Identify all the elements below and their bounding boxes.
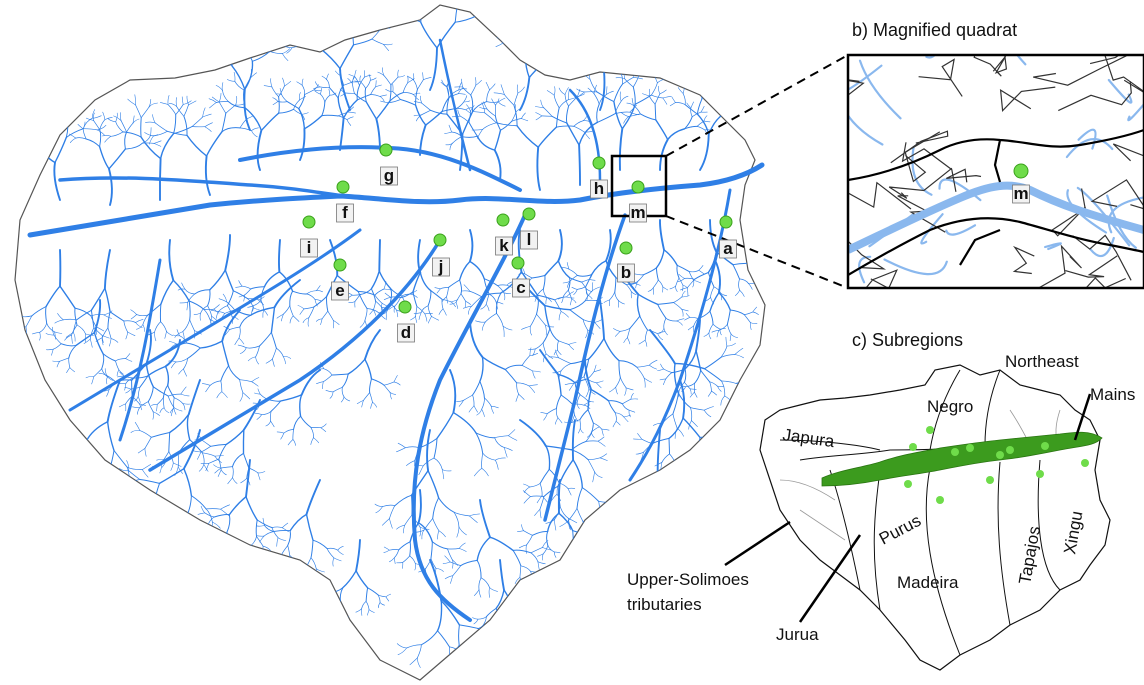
magnified-quadrat-title: b) Magnified quadrat [852, 20, 1018, 40]
label-madeira: Madeira [897, 573, 959, 592]
gauge-label-h: h [594, 179, 604, 198]
subregion-leaders [724, 393, 1092, 623]
magnified-quadrat-panel [846, 53, 1144, 290]
gauge-label-box-c [512, 278, 530, 298]
gauge-marker-e [333, 258, 347, 272]
gauge-label-j: j [438, 257, 444, 276]
gauge-label-k: k [499, 236, 509, 255]
label-jurua: Jurua [776, 625, 819, 644]
gauge-marker-c [511, 256, 525, 270]
gauge-i: i [300, 215, 318, 258]
gauge-label-box-b [617, 263, 635, 283]
river-network [15, 5, 765, 668]
basin-outline [14, 4, 766, 681]
gauge-h: h [590, 156, 608, 199]
gauge-label-box-j [432, 257, 450, 277]
gauge-marker-g [379, 143, 393, 157]
gauge-marker-d [398, 300, 412, 314]
gauge-label-c: c [516, 278, 525, 297]
mainstem-floodplain [821, 431, 1103, 487]
gauge-j: j [432, 233, 450, 277]
label-upper-solimoes: Upper-Solimoes [627, 570, 749, 589]
gauge-label-d: d [401, 323, 411, 342]
gauge-label-box-i [300, 238, 318, 258]
gauge-marker-j [433, 233, 447, 247]
purus-river [148, 238, 442, 472]
quadrat-frame [846, 53, 1144, 290]
gauge-label-box-e [331, 281, 349, 301]
gauge-label-g: g [384, 166, 394, 185]
jurua-river [68, 228, 362, 412]
gauge-label-b: b [621, 263, 631, 282]
madeira-river [411, 213, 527, 622]
gauge-label-box-h [590, 179, 608, 199]
subregions-title: c) Subregions [852, 330, 964, 350]
gauge-a: a [719, 215, 737, 259]
gauge-label-l: l [527, 230, 532, 249]
japura-river [58, 176, 362, 200]
label-upper-solimoes-2: tributaries [627, 595, 702, 614]
quadrat-mainstem [848, 181, 1144, 254]
gauge-m: m [629, 180, 647, 223]
gauge-label-m: m [630, 203, 645, 222]
gauge-marker-a [719, 215, 733, 229]
gauge-l: l [520, 207, 538, 250]
gauge-label-box-l [520, 230, 538, 250]
gauge-marker-l [522, 207, 536, 221]
gauge-label-box-m-magnified [1012, 184, 1030, 204]
gauge-label-a: a [723, 239, 733, 258]
gauge-c: c [511, 256, 530, 298]
gauge-e: e [331, 258, 349, 301]
gauge-g: g [379, 143, 398, 186]
subregion-gauges [904, 426, 1089, 504]
gauge-marker-h [592, 156, 606, 170]
label-negro: Negro [927, 397, 973, 416]
gauge-f: f [336, 180, 354, 223]
gauge-b: b [617, 241, 635, 283]
gauge-label-box-a [719, 239, 737, 259]
gauge-label-box-k [495, 236, 513, 256]
basin-map [14, 4, 766, 681]
gauge-marker-i [302, 215, 316, 229]
quadrat-connectors [665, 54, 849, 289]
gauge-label-box-d [397, 323, 415, 343]
gauge-d: d [397, 300, 415, 343]
label-mainstem: Mains [1090, 385, 1135, 404]
gauge-label-m-magnified: m [1013, 184, 1028, 203]
gauge-label-box-g [380, 166, 398, 186]
main-rivers [27, 38, 765, 622]
gauge-label-i: i [307, 238, 312, 257]
gauge-label-f: f [342, 203, 348, 222]
quadrat-content [848, 55, 1144, 288]
gauge-marker-b [619, 241, 633, 255]
gauge-marker-f [336, 180, 350, 194]
gauge-m-magnified: m [1012, 163, 1030, 204]
quadrat-major-boundary [848, 128, 1144, 276]
gauge-label-box-m [629, 203, 647, 223]
gauge-label-box-f [336, 203, 354, 223]
gauge-marker-m-magnified [1013, 163, 1029, 179]
gauge-label-e: e [335, 281, 344, 300]
branco-river [438, 38, 472, 172]
gauge-k: k [495, 213, 513, 256]
tapajos-river [543, 213, 627, 522]
gauge-marker-m [631, 180, 645, 194]
ucayali-river [118, 258, 162, 442]
subregions-panel: Northeast Mains Negro Japura Purus Tapaj… [627, 352, 1135, 671]
label-northeast: Northeast [1005, 352, 1079, 371]
gauge-marker-k [496, 213, 510, 227]
amazon-mainstem [27, 162, 765, 238]
